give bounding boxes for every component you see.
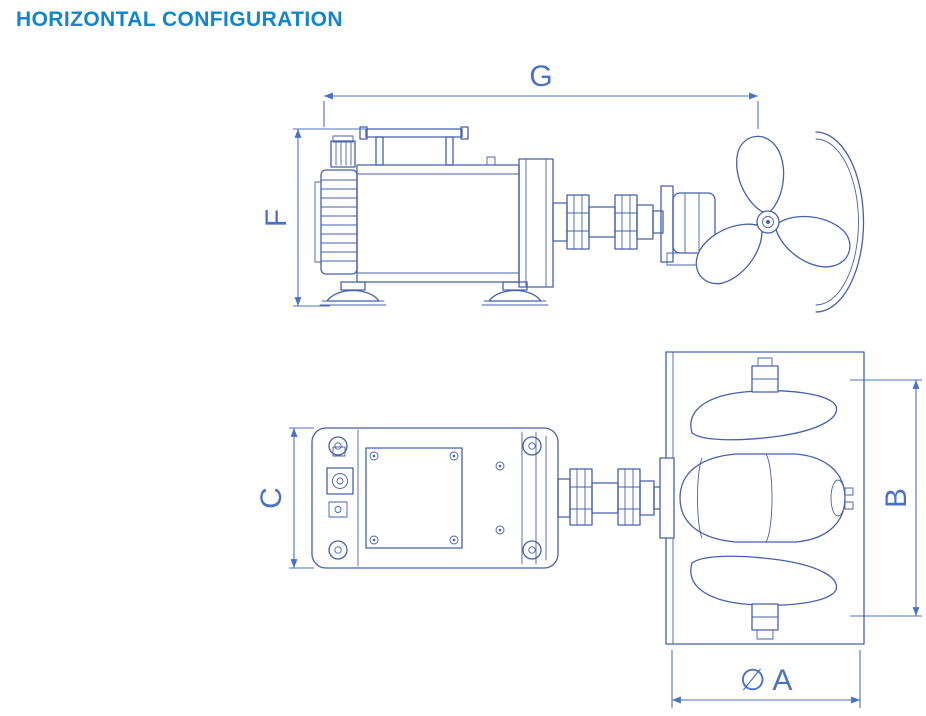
shaft-coupling [552, 194, 664, 250]
dimension-c-label: C [255, 487, 288, 509]
carry-handle [359, 126, 469, 166]
guard-ring [815, 131, 865, 313]
motor-fins [314, 169, 358, 275]
plan-view-drawing [311, 351, 865, 645]
page-title: HORIZONTAL CONFIGURATION [16, 8, 343, 31]
terminal-box [330, 135, 356, 168]
shaft-coupling-plan [557, 457, 675, 539]
dimension-g: G [323, 60, 759, 129]
dimension-b: B [850, 379, 922, 617]
mounting-feet [319, 281, 549, 306]
motor-body [356, 156, 554, 288]
dimension-f: F [260, 128, 366, 307]
dimension-g-label: G [529, 60, 552, 93]
dimension-b-label: B [880, 488, 913, 508]
dimension-a-label: ∅ A [740, 664, 793, 697]
dimension-f-label: F [260, 209, 293, 227]
dimension-a: ∅ A [671, 650, 861, 708]
side-view-dimensions: G F [260, 60, 759, 307]
propeller [695, 135, 851, 285]
side-view-drawing [314, 126, 865, 313]
plan-view-dimensions: C B ∅ A [255, 379, 922, 708]
dimension-c: C [255, 427, 314, 569]
motor-body-plan [311, 427, 559, 569]
propeller-pod-plan [679, 357, 854, 640]
